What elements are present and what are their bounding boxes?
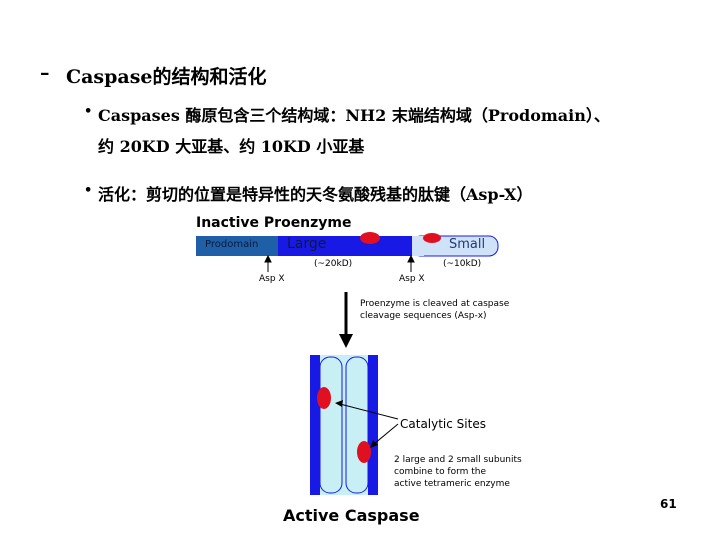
asp-x-right-label: Asp X (399, 274, 425, 284)
small-subunit-left (319, 356, 343, 494)
catalytic-site-lower (357, 441, 371, 463)
small-label: Small (449, 237, 486, 252)
bullet-activation: 活化：剪切的位置是特异性的天冬氨酸残基的肽键（Asp-X） (98, 185, 533, 204)
catalytic-site-large (360, 232, 380, 244)
small-size-label: (~10kD) (443, 259, 482, 269)
cleavage-arrow (339, 292, 353, 348)
section-dash: – (40, 62, 50, 84)
catalytic-site-upper (317, 387, 331, 409)
catalytic-pointer-lower (370, 423, 399, 448)
combine-note-line3: active tetrameric enzyme (394, 479, 510, 489)
small-subunit-right (345, 356, 369, 494)
asp-arrow-left (264, 254, 272, 272)
catalytic-pointer-upper (335, 400, 399, 420)
combine-note-line2: combine to form the (394, 467, 487, 477)
bullet-dot: • (84, 183, 93, 198)
catalytic-sites-label: Catalytic Sites (400, 417, 486, 431)
active-caspase-title: Active Caspase (283, 506, 420, 525)
cleavage-note-line2: cleavage sequences (Asp-x) (360, 311, 487, 321)
large-subunit-left (310, 355, 320, 495)
large-size-label: (~20kD) (314, 259, 353, 269)
prodomain-segment (196, 236, 278, 256)
combine-note-line1: 2 large and 2 small subunits (394, 455, 522, 465)
inactive-proenzyme-title: Inactive Proenzyme (196, 215, 352, 231)
page-number: 61 (660, 497, 677, 511)
prodomain-label: Prodomain (205, 239, 259, 250)
bullet-dot: • (84, 104, 93, 119)
catalytic-site-small (423, 233, 441, 243)
active-tetramer (310, 355, 378, 495)
asp-x-left-label: Asp X (259, 274, 285, 284)
small-segment-fill (412, 236, 424, 256)
section-title: Caspase的结构和活化 (66, 66, 267, 88)
large-subunit-right (368, 355, 378, 495)
bullet-structure-line2: 约 20KD 大亚基、约 10KD 小亚基 (98, 137, 365, 156)
large-label: Large (287, 236, 327, 252)
bullet-structure-line1: Caspases 酶原包含三个结构域：NH2 末端结构域（Prodomain）、 (98, 106, 610, 125)
asp-arrow-right (407, 254, 415, 272)
cleavage-note-line1: Proenzyme is cleaved at caspase (360, 299, 510, 309)
proenzyme-bar (196, 232, 499, 257)
